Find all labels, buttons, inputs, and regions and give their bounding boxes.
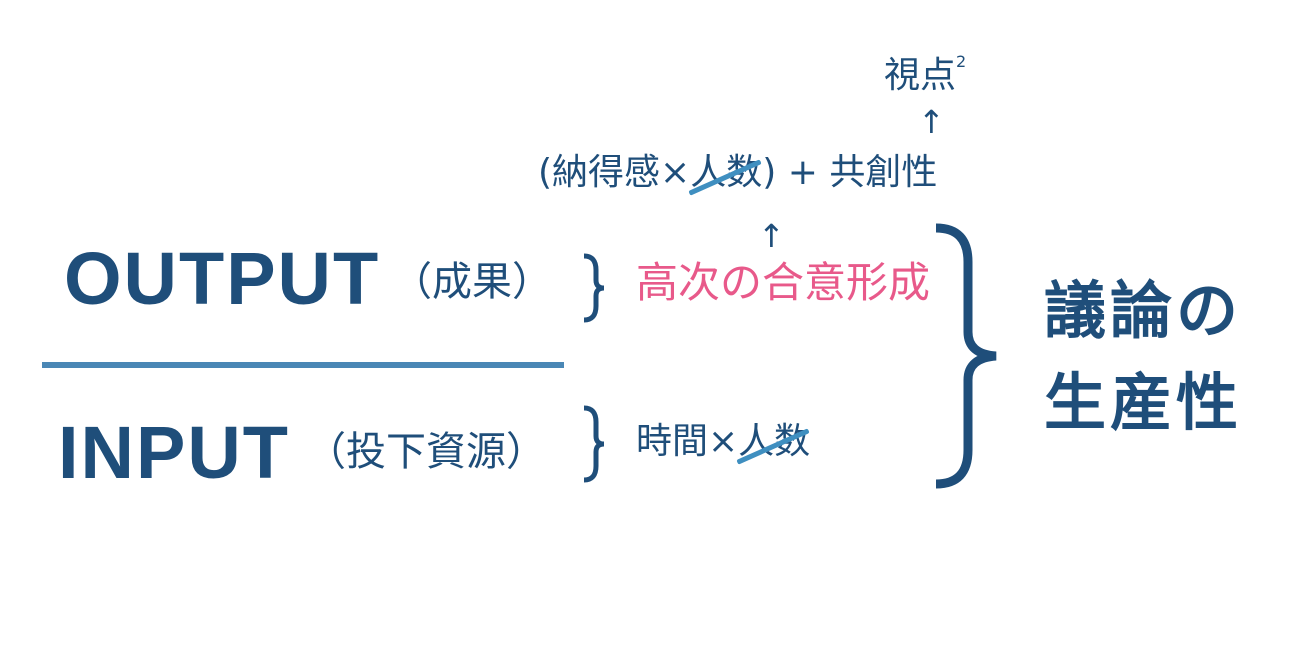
- output-note: （成果）: [392, 259, 552, 305]
- input-detail: 時間×人数: [636, 424, 810, 460]
- output-label: OUTPUT: [64, 237, 381, 320]
- formula-close: ) + 共創性: [762, 152, 938, 193]
- input-label: INPUT: [58, 411, 290, 494]
- large-brace-icon: [935, 223, 997, 489]
- viewpoint-text: 視点: [884, 55, 957, 96]
- viewpoint-exponent: 2: [956, 52, 967, 71]
- struck-headcount: 人数: [738, 421, 811, 462]
- result-line-2: 生産性: [1044, 366, 1243, 439]
- input-note: （投下資源）: [306, 429, 546, 475]
- formula-struck-headcount: 人数: [690, 152, 763, 193]
- time-times: 時間×: [636, 421, 739, 462]
- formula: (納得感×人数) + 共創性: [538, 155, 937, 191]
- input-brace-icon: [583, 405, 605, 483]
- up-arrow-icon: ↑: [758, 217, 785, 255]
- output-brace-icon: [583, 253, 605, 323]
- high-level-consensus: 高次の合意形成: [636, 258, 931, 307]
- viewpoint: 視点2: [884, 54, 966, 96]
- result-line-1: 議論の: [1044, 274, 1243, 347]
- fraction-divider: [42, 362, 564, 368]
- formula-open: (納得感×: [538, 152, 691, 193]
- up-arrow-icon: ↑: [918, 103, 945, 141]
